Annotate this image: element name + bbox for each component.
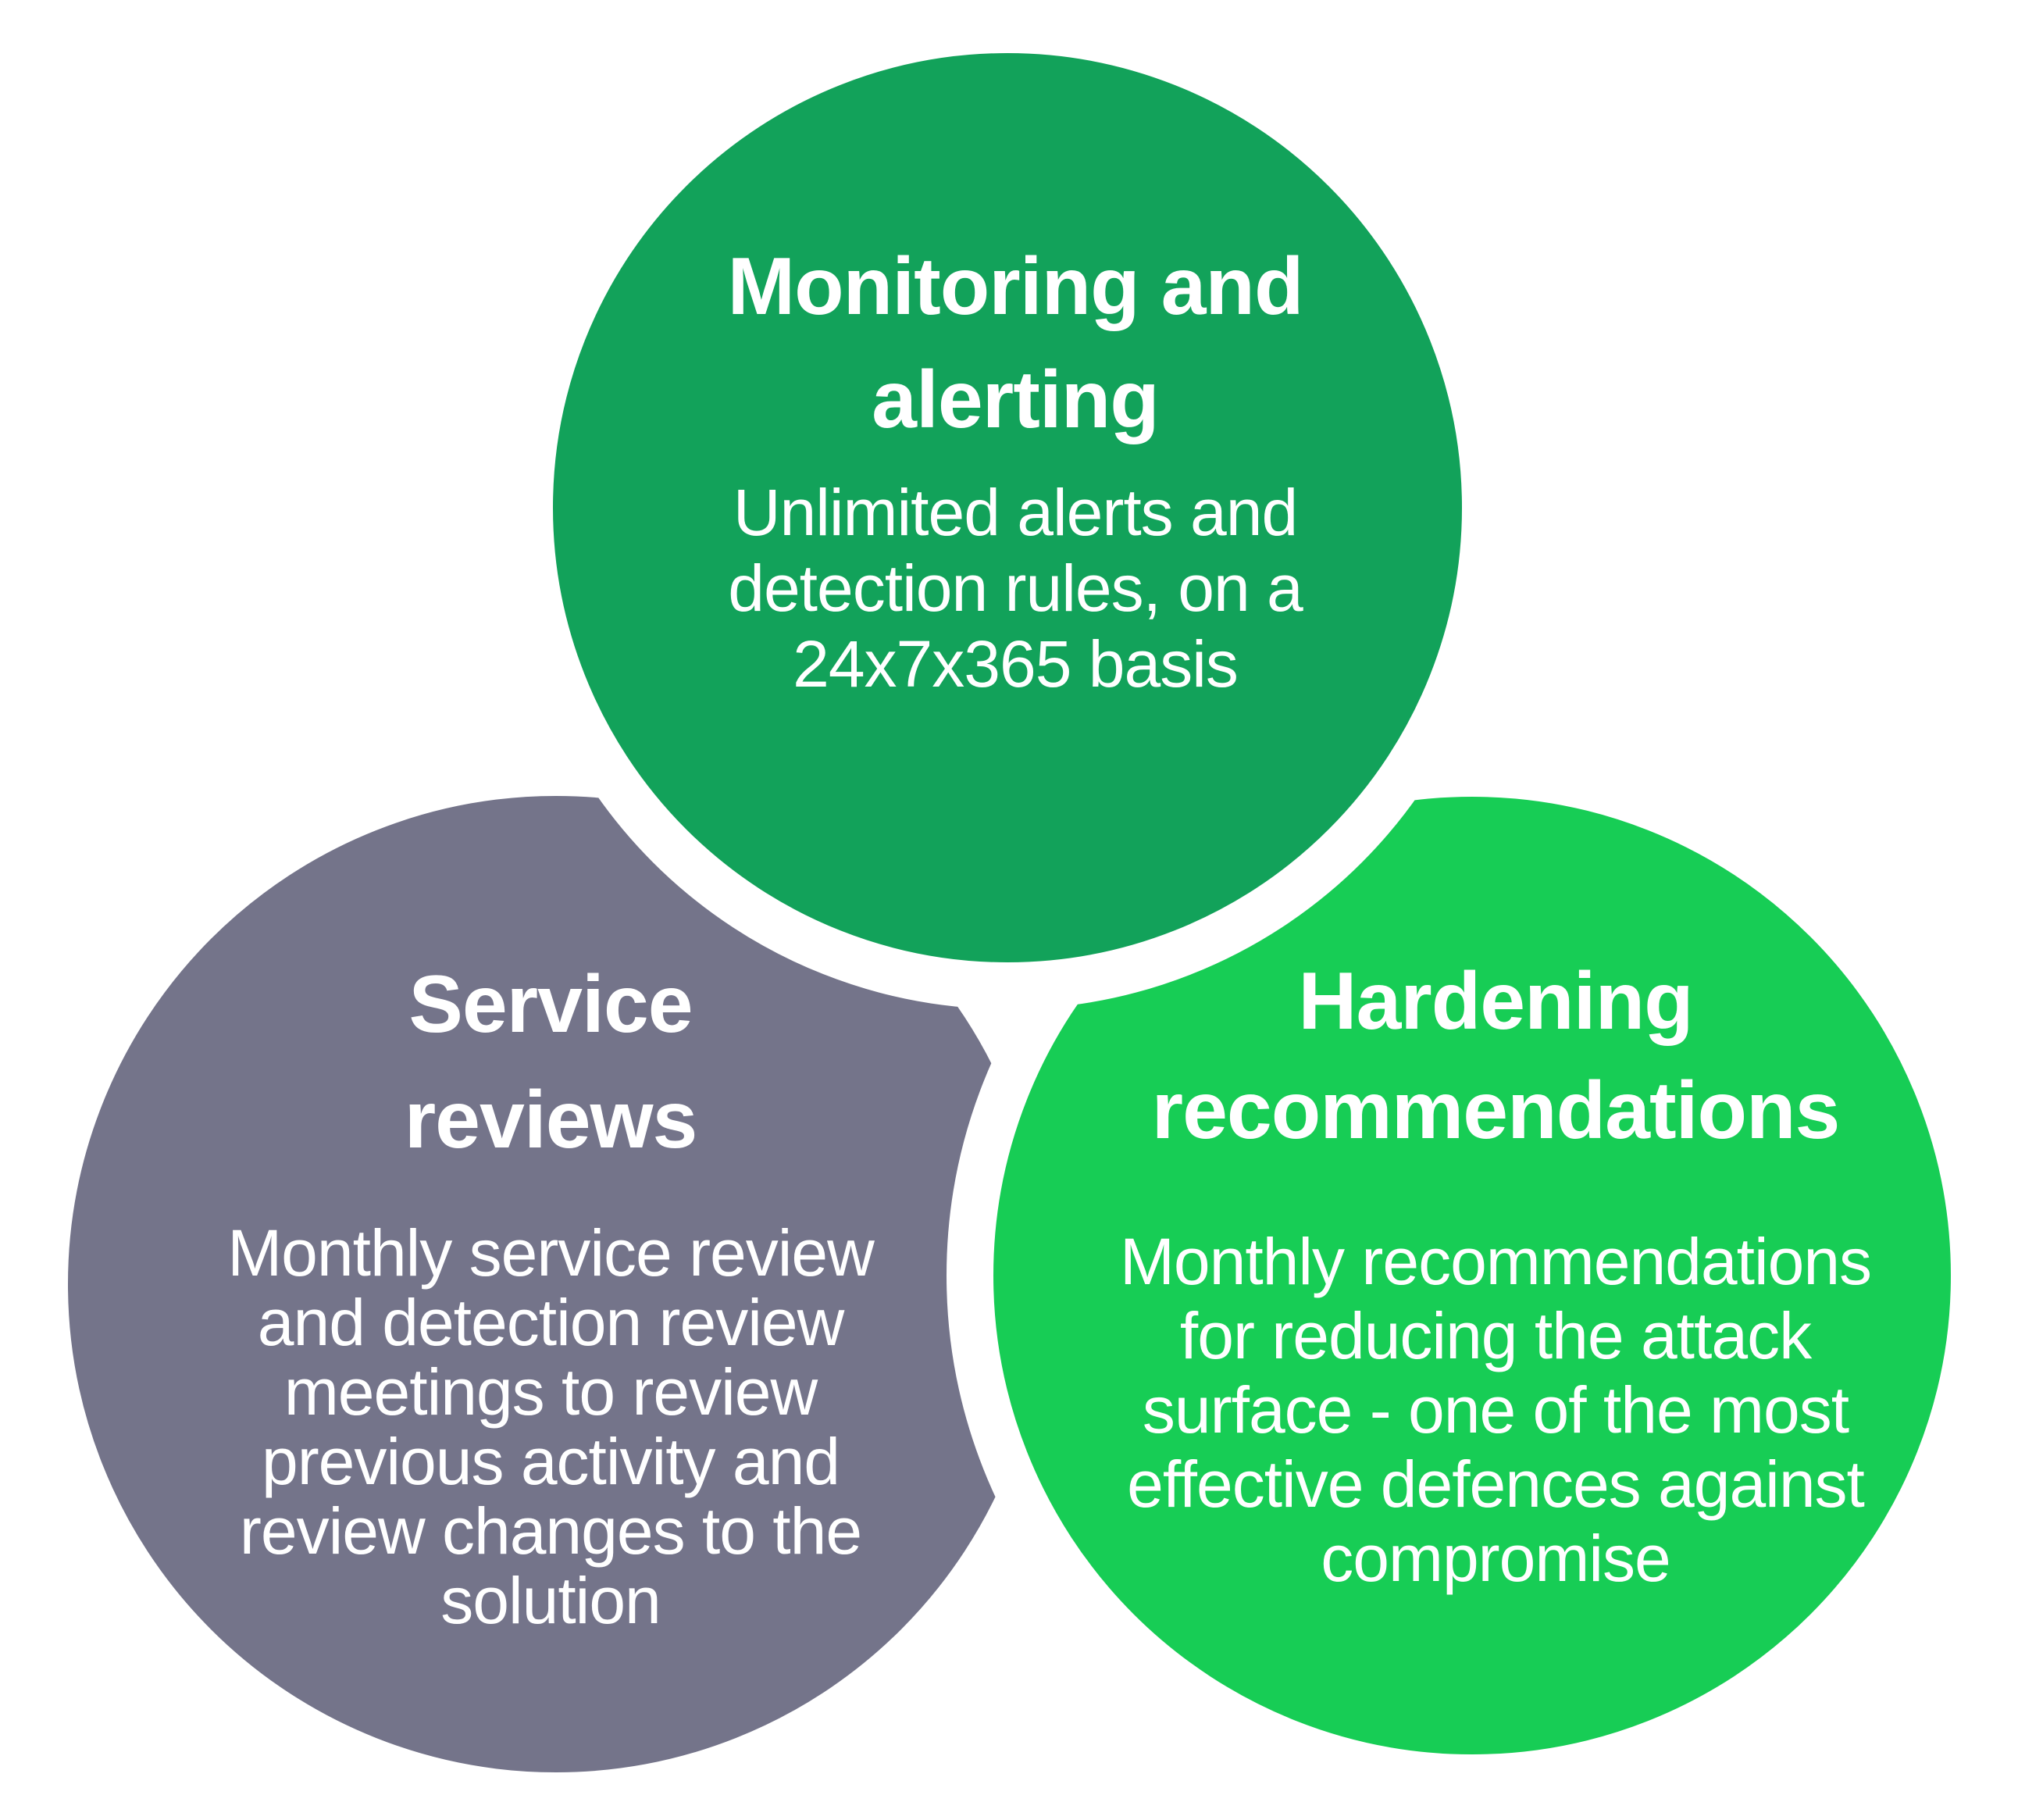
service-reviews-body-line-6: solution (440, 1564, 661, 1637)
service-reviews-body-line-5: review changes to the (239, 1494, 862, 1568)
service-reviews-title: Service reviews (404, 947, 698, 1178)
hardening-title: Hardening recommendations (1151, 947, 1841, 1165)
monitoring-and-alerting-circle (506, 6, 1509, 1009)
hardening-body-line-4: effective defences against (1127, 1447, 1865, 1521)
monitoring-title-line-2: alerting (872, 355, 1160, 445)
hardening-title-line-2: recommendations (1151, 1065, 1841, 1156)
hardening-body: Monthly recommendations for reducing the… (1119, 1225, 1872, 1596)
hardening-body-line-3: surface - one of the most (1142, 1373, 1849, 1447)
hardening-title-line-1: Hardening (1298, 956, 1693, 1047)
service-reviews-body: Monthly service review and detection rev… (227, 1216, 875, 1637)
service-reviews-body-line-1: Monthly service review (227, 1216, 875, 1290)
service-reviews-body-line-2: and detection review (257, 1286, 844, 1359)
hardening-body-line-5: compromise (1321, 1522, 1670, 1595)
service-reviews-body-line-4: previous activity and (261, 1425, 840, 1498)
service-reviews-body-line-3: meetings to review (283, 1355, 818, 1429)
monitoring-title: Monitoring and alerting (727, 230, 1304, 457)
hardening-body-line-1: Monthly recommendations (1119, 1225, 1872, 1298)
monitoring-title-line-1: Monitoring and (727, 241, 1304, 332)
monitoring-body: Unlimited alerts and detection rules, on… (728, 475, 1303, 702)
service-reviews-title-line-2: reviews (404, 1075, 698, 1165)
service-reviews-title-line-1: Service (408, 959, 693, 1050)
monitoring-body-line-3: 24x7x365 basis (793, 627, 1239, 701)
monitoring-body-line-2: detection rules, on a (728, 551, 1303, 625)
monitoring-body-line-1: Unlimited alerts and (733, 476, 1298, 549)
hardening-recommendations-circle (947, 750, 1998, 1801)
hardening-body-line-2: for reducing the attack (1179, 1299, 1812, 1372)
